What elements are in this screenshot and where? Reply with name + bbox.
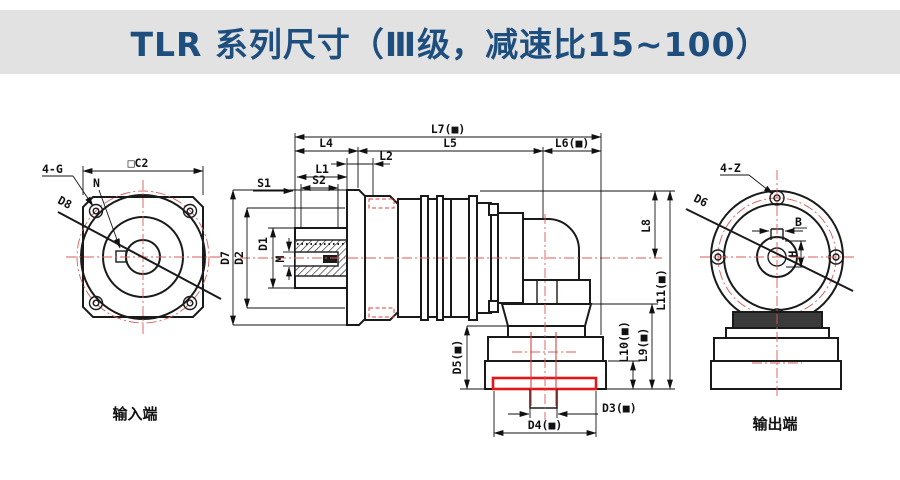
dim-d5-label: D5(■) xyxy=(450,340,464,375)
section-pilot-stub xyxy=(529,389,558,409)
section-pilot-highlight xyxy=(491,376,598,391)
input-view: D8 □C2 4-G N 输入端 xyxy=(42,156,222,423)
output-d6-label: D6 xyxy=(691,191,710,210)
output-b-label: B xyxy=(795,215,802,229)
output-foot-plate xyxy=(725,327,830,339)
dim-l9-label: L9(■) xyxy=(636,328,650,363)
dim-l11-label: L11(■) xyxy=(654,269,668,311)
header-band: TLR 系列尺寸（Ⅲ级，减速比15~100） xyxy=(0,10,900,74)
output-base-upper xyxy=(713,337,839,362)
section-tapped-hole-bottom xyxy=(368,307,395,318)
section-clamp-tab-top xyxy=(488,203,499,216)
dim-d1-label: D1 xyxy=(256,237,270,251)
dim-m-label: M xyxy=(273,255,287,262)
output-d6-line xyxy=(685,208,854,292)
section-clamp-tab-bottom xyxy=(488,300,499,313)
dim-l8-label: L8 xyxy=(639,219,653,233)
output-view: D6 4-Z B H 输出端 xyxy=(685,161,855,433)
section-elbow-arc xyxy=(523,218,580,280)
input-bolt-circle xyxy=(76,190,210,324)
section-top-dims: L7(■) L4 L5 L6(■) L2 L1 xyxy=(253,122,602,335)
dim-l4-label: L4 xyxy=(319,136,333,150)
section-left-dims: D7 D2 D1 M xyxy=(218,189,347,326)
section-view: L7(■) L4 L5 L6(■) L2 L1 xyxy=(218,122,675,437)
dim-d7-label: D7 xyxy=(218,251,232,265)
dim-l1-label: L1 xyxy=(315,162,329,176)
dim-l5-label: L5 xyxy=(443,136,457,150)
input-4g-label: 4-G xyxy=(42,162,63,176)
dim-d2-label: D2 xyxy=(232,251,246,265)
output-4z-label: 4-Z xyxy=(720,161,741,175)
input-c2-label: □C2 xyxy=(128,156,149,170)
input-d8-line xyxy=(57,211,222,300)
dim-s2-label: S2 xyxy=(312,173,326,187)
dim-l10-label: L10(■) xyxy=(617,321,631,363)
input-d8-label: D8 xyxy=(55,193,74,212)
dim-l6-label: L6(■) xyxy=(555,136,590,150)
dim-l7-label: L7(■) xyxy=(431,122,466,136)
dim-l2-label: L2 xyxy=(379,149,393,163)
input-caption: 输入端 xyxy=(112,405,157,423)
dim-d4-label: D4(■) xyxy=(528,418,563,432)
section-output-step xyxy=(507,325,586,338)
input-n-label: N xyxy=(93,176,100,190)
input-bolt-holes xyxy=(88,203,198,311)
section-key xyxy=(323,255,337,263)
output-base-lower xyxy=(710,360,842,390)
section-output-flange xyxy=(487,336,604,362)
section-output-taper xyxy=(500,303,593,327)
section-tapped-hole-top xyxy=(368,198,395,209)
output-h-label: H xyxy=(786,250,800,257)
output-foot xyxy=(732,311,823,329)
section-bottom-dims: D5(■) D3(■) D4(■) xyxy=(450,325,637,437)
section-right-dims: L8 L9(■) L10(■) L11(■) xyxy=(480,190,675,390)
section-output-base xyxy=(484,360,607,390)
output-caption: 输出端 xyxy=(752,415,797,433)
section-flange-plate xyxy=(346,189,366,326)
dim-s1-label: S1 xyxy=(257,176,271,190)
input-keyway xyxy=(115,250,127,263)
page-title: TLR 系列尺寸（Ⅲ级，减速比15~100） xyxy=(130,25,770,64)
dim-d3-label: D3(■) xyxy=(602,401,637,415)
